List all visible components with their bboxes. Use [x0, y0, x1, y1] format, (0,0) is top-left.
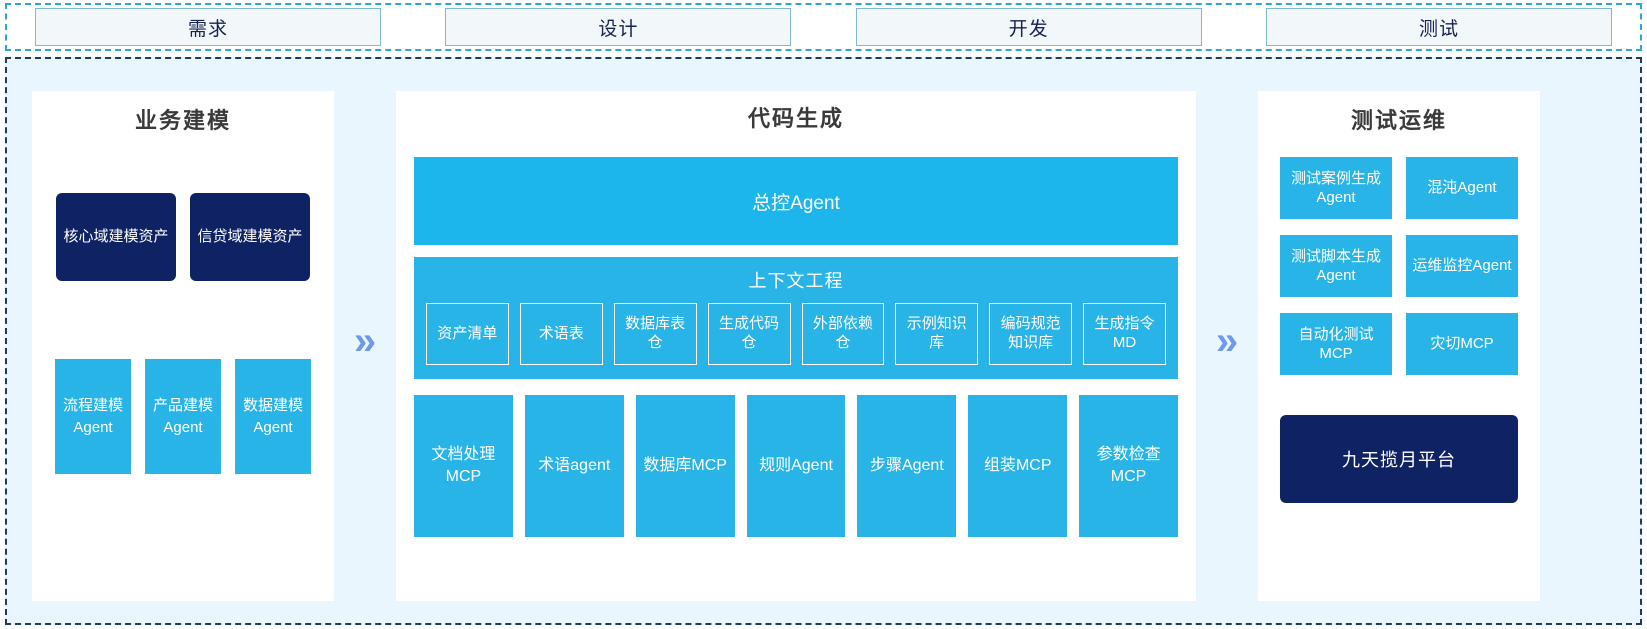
agent-card-data-modeling[interactable]: 数据建模Agent [235, 359, 311, 474]
phase-tab-label: 测试 [1418, 18, 1459, 40]
phase-tab-label: 设计 [598, 18, 639, 40]
agent-card-label: 数据建模Agent [242, 396, 303, 436]
ops-card-label: 测试案例生成Agent [1290, 169, 1381, 207]
phase-tab-label: 开发 [1008, 18, 1049, 40]
agent-card-process-modeling[interactable]: 流程建模Agent [55, 359, 131, 474]
ops-card-label: 灾切MCP [1430, 335, 1494, 353]
context-chip-generation-instruction-md[interactable]: 生成指令MD [1083, 303, 1166, 365]
supervisor-agent-banner[interactable]: 总控Agent [414, 157, 1178, 245]
tool-card-glossary-agent[interactable]: 术语agent [524, 395, 624, 537]
context-chip-asset-inventory[interactable]: 资产清单 [426, 303, 509, 365]
context-chip-label: 编码规范知识库 [1000, 315, 1061, 351]
context-engineering-block: 上下文工程 资产清单 术语表 数据库表仓 生成代码仓 外部依赖仓 [414, 257, 1178, 379]
ops-card-ops-monitoring-agent[interactable]: 运维监控Agent [1406, 235, 1518, 297]
chevron-right-icon: » [334, 59, 396, 623]
tool-card-label: 步骤Agent [869, 457, 944, 475]
modeling-agent-row: 流程建模Agent 产品建模Agent 数据建模Agent [55, 359, 311, 474]
agent-card-label: 产品建模Agent [152, 396, 213, 436]
asset-card-label: 核心域建模资产 [63, 227, 169, 245]
context-chip-label: 数据库表仓 [625, 315, 686, 351]
ops-card-label: 运维监控Agent [1412, 257, 1512, 275]
chevron-glyph: » [1215, 319, 1239, 363]
platform-card-label: 九天揽月平台 [1342, 450, 1456, 470]
tool-card-label: 参数检查MCP [1096, 446, 1161, 485]
agent-card-label: 流程建模Agent [62, 396, 123, 436]
panel-title-business-modeling: 业务建模 [134, 108, 231, 133]
tool-card-label: 文档处理MCP [431, 446, 496, 485]
panel-test-operations: 测试运维 测试案例生成Agent 混沌Agent 测试脚本生成Agent 运维监… [1258, 91, 1540, 601]
chevron-right-icon: » [1196, 59, 1258, 623]
asset-card-row: 核心域建模资产 信贷域建模资产 [56, 193, 310, 281]
ops-card-label: 测试脚本生成Agent [1290, 247, 1381, 285]
tool-card-document-processing-mcp[interactable]: 文档处理MCP [414, 395, 513, 537]
context-chip-row: 资产清单 术语表 数据库表仓 生成代码仓 外部依赖仓 示例知 [426, 303, 1166, 365]
phase-tab-label: 需求 [187, 18, 228, 40]
panel-title-code-generation: 代码生成 [747, 106, 844, 131]
panel-title-test-operations: 测试运维 [1350, 108, 1447, 133]
context-chip-label: 示例知识库 [906, 315, 967, 351]
ops-card-label: 自动化测试MCP [1298, 325, 1374, 363]
asset-card-label: 信贷域建模资产 [197, 227, 303, 245]
tool-card-label: 数据库MCP [643, 457, 727, 475]
context-chip-label: 生成指令MD [1094, 315, 1155, 351]
ops-card-chaos-agent[interactable]: 混沌Agent [1406, 157, 1518, 219]
testops-card-grid: 测试案例生成Agent 混沌Agent 测试脚本生成Agent 运维监控Agen… [1280, 157, 1518, 375]
tool-card-database-mcp[interactable]: 数据库MCP [635, 395, 735, 537]
ops-card-label: 混沌Agent [1427, 179, 1497, 197]
context-chip-db-table-repo[interactable]: 数据库表仓 [613, 303, 697, 365]
phase-tab-testing[interactable]: 测试 [1265, 8, 1612, 46]
platform-card-jiutian-lanyue[interactable]: 九天揽月平台 [1280, 415, 1518, 503]
asset-card-core-domain[interactable]: 核心域建模资产 [56, 193, 176, 281]
context-chip-label: 术语表 [538, 324, 584, 342]
phase-tab-development[interactable]: 开发 [855, 8, 1202, 46]
supervisor-agent-label: 总控Agent [752, 192, 840, 214]
tool-card-label: 术语agent [538, 457, 611, 475]
phase-tab-strip: 需求 设计 开发 测试 [5, 3, 1642, 51]
ops-card-test-case-generation-agent[interactable]: 测试案例生成Agent [1280, 157, 1392, 219]
pipeline-board: 业务建模 核心域建模资产 信贷域建模资产 流程建模Agent 产品建模Agent… [5, 57, 1642, 625]
ops-card-disaster-switch-mcp[interactable]: 灾切MCP [1406, 313, 1518, 375]
context-chip-generated-code-repo[interactable]: 生成代码仓 [707, 303, 791, 365]
ops-card-test-script-generation-agent[interactable]: 测试脚本生成Agent [1280, 235, 1392, 297]
context-chip-external-dependency-repo[interactable]: 外部依赖仓 [801, 303, 885, 365]
context-chip-label: 资产清单 [437, 324, 498, 342]
asset-card-credit-domain[interactable]: 信贷域建模资产 [190, 193, 310, 281]
panel-code-generation: 代码生成 总控Agent 上下文工程 资产清单 术语表 数据库表仓 [396, 91, 1196, 601]
context-chip-label: 外部依赖仓 [812, 315, 873, 351]
context-chip-example-knowledge-base[interactable]: 示例知识库 [895, 303, 979, 365]
context-chip-label: 生成代码仓 [719, 315, 780, 351]
phase-tab-design[interactable]: 设计 [445, 8, 792, 46]
context-chip-coding-standard-knowledge-base[interactable]: 编码规范知识库 [989, 303, 1073, 365]
agent-card-product-modeling[interactable]: 产品建模Agent [145, 359, 221, 474]
ops-card-automated-test-mcp[interactable]: 自动化测试MCP [1280, 313, 1392, 375]
tool-card-parameter-check-mcp[interactable]: 参数检查MCP [1079, 395, 1179, 537]
tool-card-label: 组装MCP [983, 457, 1052, 475]
tool-card-rule-agent[interactable]: 规则Agent [746, 395, 846, 537]
tool-card-assembly-mcp[interactable]: 组装MCP [968, 395, 1068, 537]
chevron-glyph: » [353, 319, 377, 363]
tool-card-step-agent[interactable]: 步骤Agent [857, 395, 957, 537]
phase-tab-requirements[interactable]: 需求 [35, 8, 381, 46]
context-chip-glossary[interactable]: 术语表 [519, 303, 603, 365]
panel-business-modeling: 业务建模 核心域建模资产 信贷域建模资产 流程建模Agent 产品建模Agent… [32, 91, 334, 601]
context-engineering-title: 上下文工程 [748, 271, 844, 291]
tool-card-label: 规则Agent [759, 457, 833, 475]
tool-card-row: 文档处理MCP 术语agent 数据库MCP 规则Agent 步骤Agent 组… [414, 395, 1179, 537]
